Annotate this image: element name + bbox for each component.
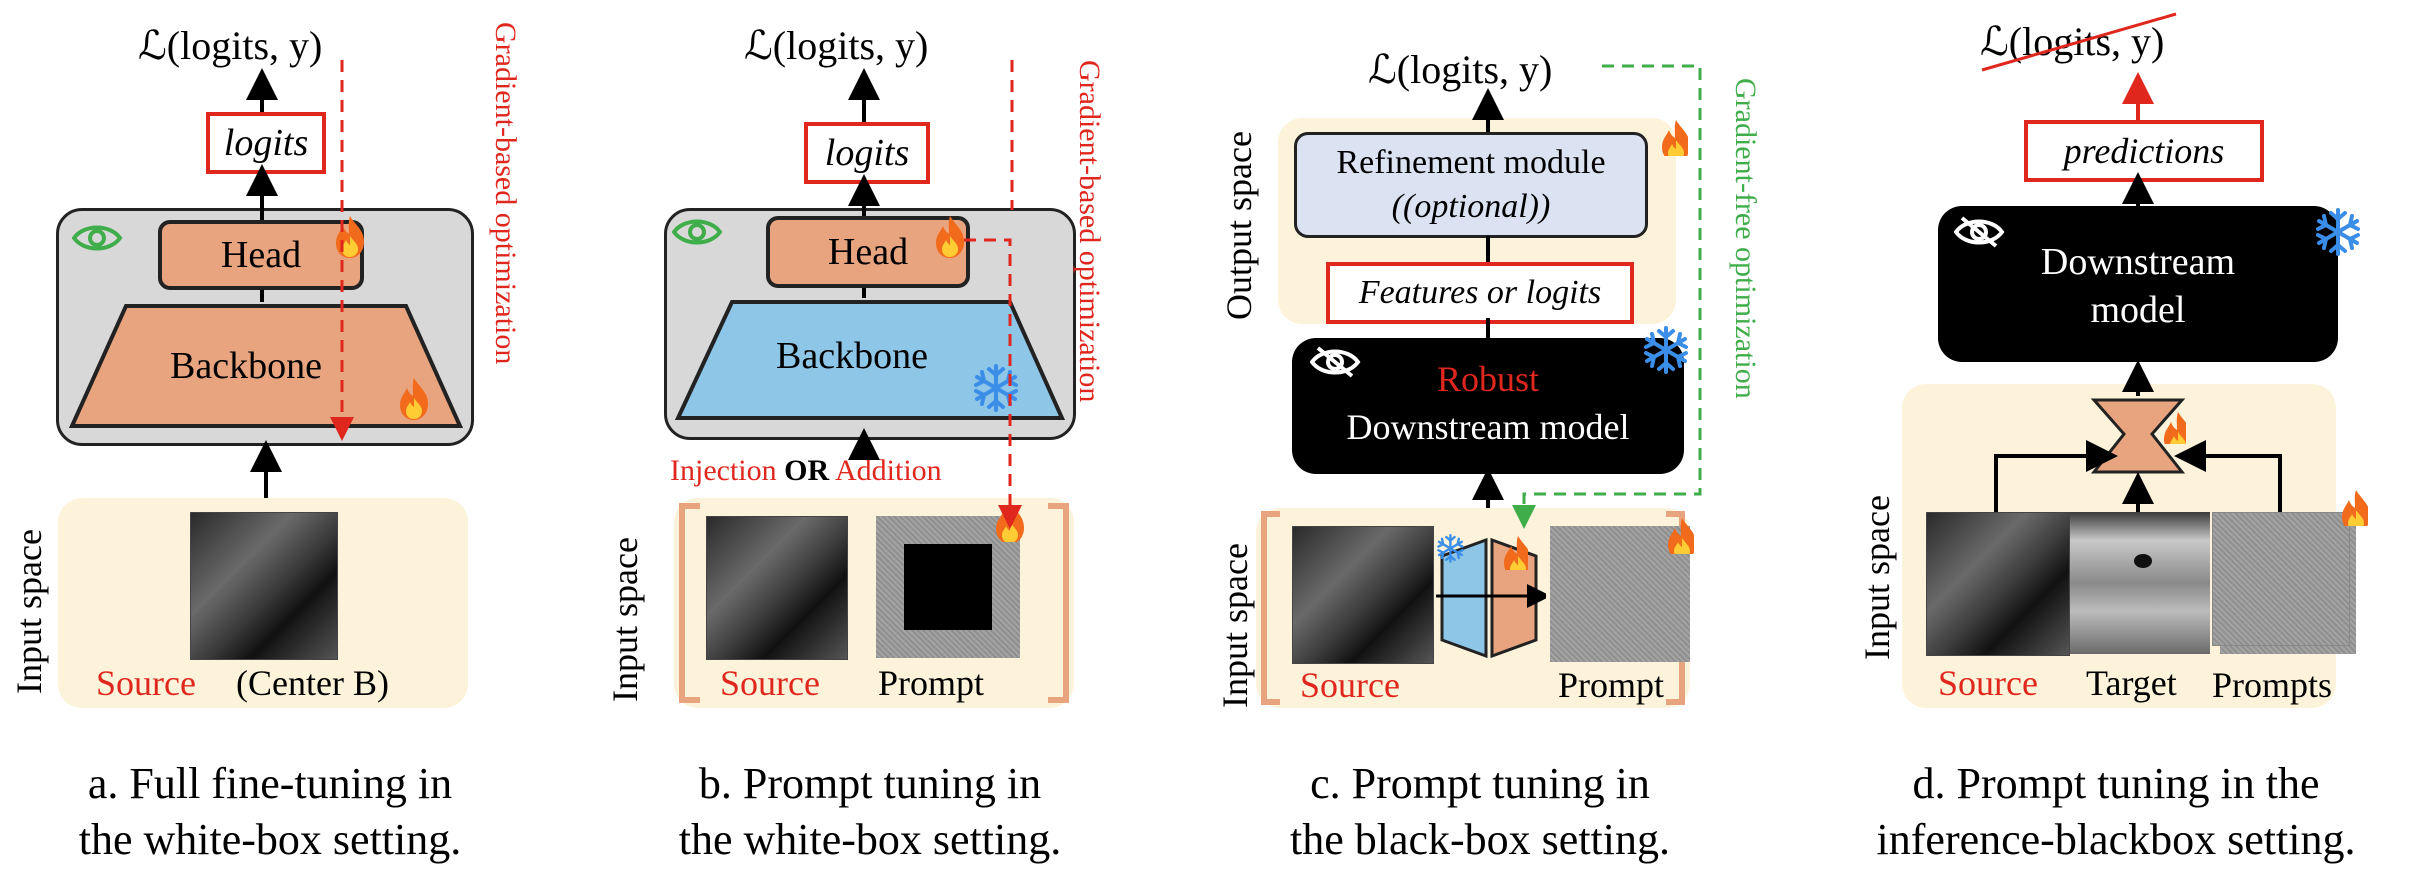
- prompts-label: Prompts: [2212, 665, 2333, 705]
- caption-d: d. Prompt tuning in the inference-blackb…: [1816, 756, 2416, 868]
- features-box: Features or logits: [1326, 262, 1634, 324]
- source-label: Source: [1938, 663, 2038, 703]
- downstream-label: Downstream model: [1346, 407, 1630, 447]
- panel-d: ℒ(logits, y) predictions Downstream mode…: [1816, 0, 2416, 874]
- prompt-label: Prompt: [878, 663, 985, 703]
- input-space-label: Input space: [605, 537, 645, 702]
- refinement-module: Refinement module ((optional)): [1294, 132, 1648, 238]
- downstream-label: Downstream: [2040, 241, 2236, 283]
- backbone-label: Backbone: [170, 345, 322, 387]
- source-image: [190, 512, 338, 660]
- head-block: Head: [158, 220, 364, 290]
- panel-b: ℒ(logits, y) logits Head Backbone Inject…: [600, 0, 1140, 874]
- refinement-label: Refinement module: [1336, 144, 1606, 181]
- prompt-image-front: [2212, 512, 2350, 646]
- caption-line: inference-blackbox setting.: [1876, 815, 2356, 864]
- caption-line: d. Prompt tuning in the: [1912, 759, 2320, 808]
- backbone-block: [68, 304, 464, 428]
- prompt-black-square: [904, 544, 992, 630]
- robust-label: Robust: [1436, 359, 1540, 399]
- features-label: Features or logits: [1358, 274, 1602, 311]
- prompt-brackets: [679, 503, 1069, 703]
- logits-label: logits: [223, 122, 309, 164]
- panel-b-connectors: [848, 60, 1022, 529]
- downstream-model: Downstream model: [1938, 206, 2338, 362]
- target-lesion: [2134, 554, 2152, 568]
- source-image: [1292, 526, 1434, 664]
- panel-c: ℒ(logits, y) Output space Refinement mod…: [1200, 0, 1762, 874]
- input-space-label: Input space: [9, 529, 49, 694]
- caption-b: b. Prompt tuning in the white-box settin…: [600, 756, 1140, 868]
- caption-a: a. Full fine-tuning in the white-box set…: [0, 756, 540, 868]
- loss-function: ℒ(logits, y): [744, 23, 929, 68]
- injection-or-addition: Injection OR Addition: [670, 454, 942, 488]
- downstream-label-line2: model: [2090, 289, 2186, 331]
- backbone-block: [674, 300, 1066, 420]
- caption-line: the white-box setting.: [678, 815, 1062, 864]
- logits-box: logits: [206, 112, 326, 174]
- caption-line: a. Full fine-tuning in: [87, 759, 453, 808]
- caption-c: c. Prompt tuning in the black-box settin…: [1200, 756, 1760, 868]
- logits-box: logits: [804, 122, 930, 184]
- input-space-label: Input space: [1215, 543, 1255, 708]
- panel-a-connectors: [246, 60, 354, 498]
- backbone-label: Backbone: [776, 335, 928, 377]
- caption-line: c. Prompt tuning in: [1310, 759, 1650, 808]
- refinement-optional: ((optional)): [1391, 188, 1551, 225]
- head-block: Head: [766, 216, 970, 288]
- prompt-image: [876, 516, 1020, 658]
- head-label: Head: [827, 231, 909, 273]
- source-label: Source: [720, 663, 820, 703]
- or-label: OR: [784, 454, 830, 487]
- predictions-box: predictions: [2024, 120, 2264, 182]
- source-label: Source: [1300, 665, 1400, 705]
- panel-d-connectors: [1981, 12, 2282, 512]
- caption-line: the white-box setting.: [78, 815, 462, 864]
- loss-function: ℒ(logits, y): [1368, 47, 1553, 92]
- caption-line: b. Prompt tuning in: [698, 759, 1042, 808]
- center-label: (Center B): [236, 663, 389, 703]
- panel-c-connectors: [1472, 64, 1702, 529]
- panel-a: ℒ(logits, y) logits Head Backbone Source…: [0, 0, 540, 874]
- logits-label: logits: [824, 132, 910, 174]
- prompt-image: [1550, 526, 1690, 662]
- predictions-label: predictions: [2063, 131, 2225, 171]
- source-label: Source: [96, 663, 196, 703]
- caption-line: the black-box setting.: [1289, 815, 1670, 864]
- prompt-label: Prompt: [1558, 665, 1665, 705]
- head-label: Head: [220, 234, 302, 276]
- source-image: [706, 516, 848, 660]
- target-label: Target: [2086, 663, 2177, 703]
- loss-function: ℒ(logits, y): [138, 23, 323, 68]
- source-image: [1926, 512, 2070, 656]
- target-image: [2070, 512, 2210, 654]
- refinement-optional-label: (optional): [1403, 188, 1539, 225]
- injection-label: Injection: [670, 454, 777, 487]
